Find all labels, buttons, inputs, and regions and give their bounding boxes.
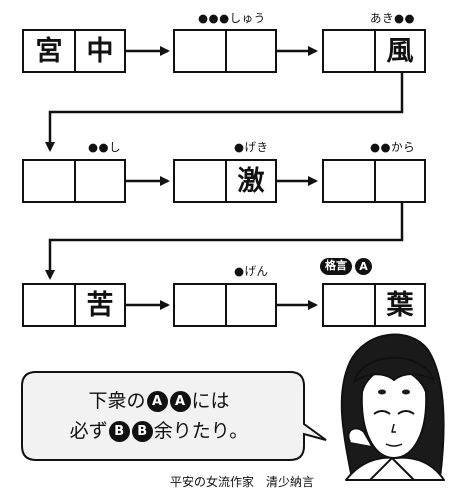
mouth — [385, 443, 403, 447]
reading-hint: ●げん — [234, 264, 269, 278]
word-box-r1-2 — [173, 29, 277, 73]
nose — [391, 423, 396, 433]
word-box-r3-1: 苦 — [22, 283, 126, 327]
quote-text: 余りたり。 — [153, 420, 249, 442]
kanji-cell: 葉 — [374, 285, 424, 325]
quote-text: には — [191, 390, 230, 412]
quote-text: 必ず — [69, 420, 108, 442]
answer-tag: 格言 A — [320, 258, 372, 275]
eyebrow-dot-right — [402, 389, 410, 395]
hand — [347, 427, 373, 447]
word-box-r2-3 — [322, 159, 426, 203]
reading-hint: ●●から — [370, 140, 416, 154]
blank-cell[interactable] — [225, 31, 275, 71]
speech-bubble — [21, 371, 327, 461]
kanji-cell: 宮 — [35, 35, 63, 67]
eye-right — [397, 410, 415, 415]
bangs — [353, 356, 435, 383]
answer-letter-a: A — [146, 391, 168, 412]
quote-text: 下衆の — [88, 390, 146, 412]
answer-letter-a: A — [169, 391, 191, 412]
reading-hint: あき●● — [370, 11, 416, 25]
word-box-r1-1: 宮 中 — [22, 29, 126, 73]
word-box-r1-3: 風 — [322, 29, 426, 73]
author-credit: 平安の女流作家 清少納言 — [170, 475, 315, 489]
word-box-r2-1 — [22, 159, 126, 203]
reading-hint: ●●●しゅう — [198, 11, 266, 25]
blank-cell[interactable] — [374, 161, 424, 201]
kanji-cell: 激 — [225, 161, 275, 201]
answer-letter-b: B — [131, 421, 153, 442]
connector-r1-r2 — [45, 73, 404, 152]
reading-hint: ●●し — [88, 140, 122, 154]
word-box-r3-2 — [173, 283, 277, 327]
kanji-cell: 中 — [74, 31, 124, 71]
connector-r2-r3 — [45, 203, 404, 280]
eye-left — [373, 410, 391, 415]
proverb-label: 格言 — [320, 258, 352, 275]
reading-hint: ●げき — [234, 140, 269, 154]
kanji-cell: 苦 — [74, 285, 124, 325]
word-box-r2-2: 激 — [173, 159, 277, 203]
blank-cell[interactable] — [225, 285, 275, 325]
answer-letter-a: A — [355, 258, 372, 275]
blank-cell[interactable] — [74, 161, 124, 201]
eyebrow-dot-left — [378, 389, 386, 395]
answer-letter-b: B — [108, 421, 130, 442]
word-box-r3-3: 葉 — [322, 283, 426, 327]
kanji-cell: 風 — [374, 31, 424, 71]
sei-shonagon-illustration — [340, 333, 445, 481]
